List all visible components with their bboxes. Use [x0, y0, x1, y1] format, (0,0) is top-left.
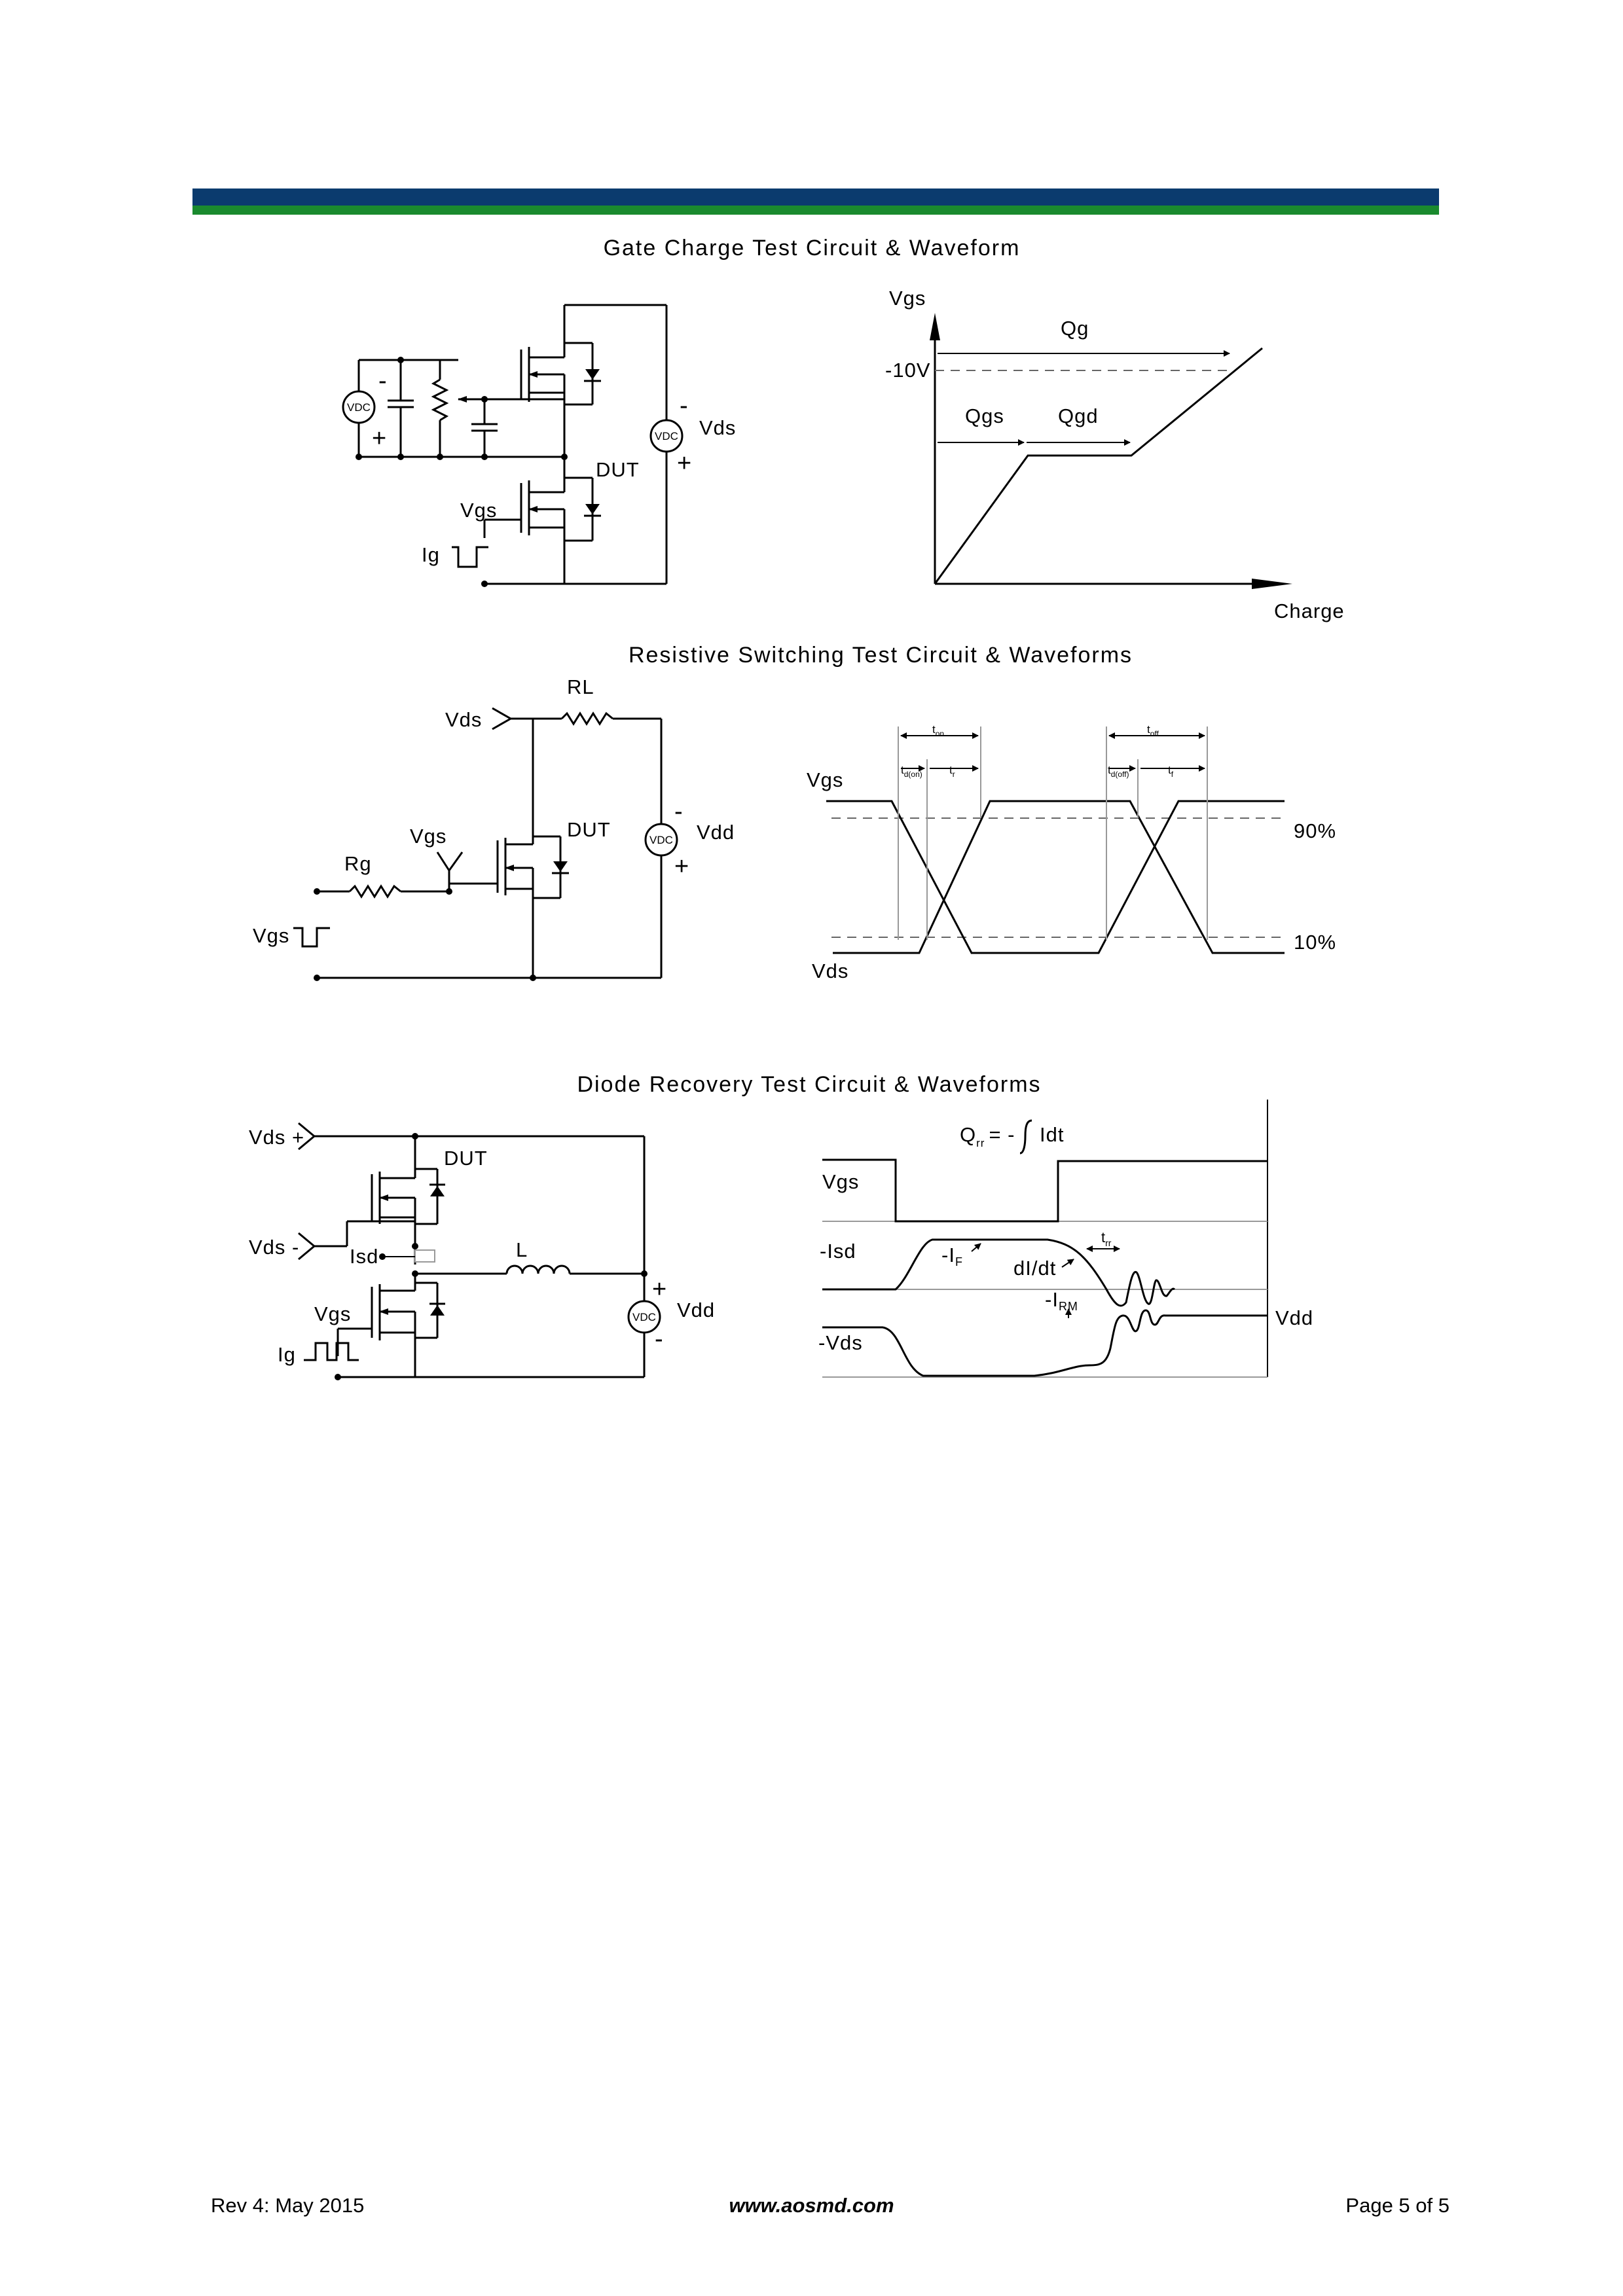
toff-label: t — [1147, 723, 1150, 736]
ton-sub: on — [936, 729, 944, 738]
vdc-label: VDC — [347, 401, 371, 414]
vds-label: Vds — [445, 708, 482, 731]
ig-label: Ig — [422, 543, 440, 566]
vds-plus: + — [677, 450, 692, 477]
vgs-label: Vgs — [460, 499, 497, 522]
isd-label: Isd — [350, 1245, 378, 1268]
qrr-sub: rr — [976, 1137, 985, 1149]
vds-minus-label: Vds - — [249, 1236, 299, 1259]
vgs-pulse-label: Vgs — [253, 924, 289, 947]
footer-page-number: Page 5 of 5 — [1345, 2194, 1450, 2217]
svg-text:-IF: -IF — [941, 1244, 963, 1268]
gate-charge-waveform: Vgs Charge -10V Qg Qgs Qgd — [885, 287, 1345, 622]
rg-label: Rg — [344, 852, 372, 875]
charge-axis-label: Charge — [1274, 600, 1345, 622]
svg-text:td(off): td(off) — [1108, 764, 1129, 779]
vdc-plus: + — [372, 425, 387, 452]
qrr-eq: = - — [989, 1123, 1015, 1146]
diode-waveform: Qrr= - Idt Vgs -Isd -IF dI/dt trr -IRM -… — [818, 1100, 1313, 1378]
vgs-wave-label: Vgs — [822, 1170, 859, 1193]
didt-label: dI/dt — [1013, 1257, 1056, 1280]
p10-label: 10% — [1294, 931, 1336, 954]
gate-charge-circuit: VDC - + VDC - V — [342, 304, 736, 587]
vdd-label: Vdd — [697, 821, 735, 844]
svg-text:trr: trr — [1101, 1229, 1112, 1248]
resistive-waveform: Vgs Vds 90% 10% ton toff td(on) tr td(of… — [807, 723, 1336, 982]
vds-vdc-label: VDC — [655, 430, 678, 442]
rl-label: RL — [567, 675, 594, 698]
vds-wave-label: Vds — [812, 960, 848, 982]
trr-sub: rr — [1105, 1238, 1112, 1248]
l-label: L — [516, 1238, 528, 1261]
trr-label: t — [1101, 1229, 1105, 1246]
vdd-wave-label: Vdd — [1275, 1306, 1313, 1329]
dut-label: DUT — [444, 1147, 488, 1170]
irm-sub: RM — [1059, 1300, 1078, 1313]
tdon-sub: d(on) — [904, 770, 922, 779]
vdd-plus: + — [652, 1276, 667, 1303]
diode-circuit: Vds + Vds - DUT Isd L VDC — [249, 1122, 715, 1380]
vds-plus-label: Vds + — [249, 1126, 304, 1149]
svg-text:tf: tf — [1168, 764, 1174, 779]
idt-label: Idt — [1040, 1123, 1064, 1146]
level-10v-label: -10V — [885, 359, 930, 382]
vdd-label: Vdd — [677, 1299, 715, 1321]
vds-wave-label: -Vds — [818, 1331, 863, 1354]
dut-label: DUT — [596, 458, 640, 481]
resistive-circuit: RL Vds VDC - Vdd + DUT Vgs Rg — [253, 675, 735, 981]
vdc-minus: - — [378, 367, 388, 395]
vgs-label: Vgs — [410, 825, 447, 848]
vgs-axis-label: Vgs — [889, 287, 926, 310]
footer-revision: Rev 4: May 2015 — [211, 2194, 365, 2217]
tf-label: t — [1168, 764, 1171, 776]
header-band-top — [192, 188, 1439, 206]
vdc-label: VDC — [632, 1311, 656, 1323]
if-sub: F — [955, 1255, 963, 1268]
tdoff-sub: d(off) — [1111, 770, 1129, 779]
resistive-title: Resistive Switching Test Circuit & Wavef… — [629, 643, 1133, 668]
vds-minus: - — [680, 392, 689, 420]
vdd-minus: - — [655, 1325, 664, 1353]
irm-label: -I — [1045, 1288, 1059, 1311]
p90-label: 90% — [1294, 819, 1336, 842]
svg-text:Qrr= -: Qrr = - — [960, 1123, 1015, 1149]
svg-text:ton: ton — [932, 723, 944, 738]
tr-label: t — [949, 764, 953, 776]
vdd-plus: + — [674, 853, 689, 880]
diode-title: Diode Recovery Test Circuit & Waveforms — [577, 1072, 1041, 1097]
footer-website[interactable]: www.aosmd.com — [729, 2194, 894, 2217]
qgs-label: Qgs — [965, 404, 1004, 427]
tf-sub: f — [1171, 770, 1174, 779]
dut-label: DUT — [567, 818, 611, 841]
tdon-label: t — [901, 764, 904, 776]
tdoff-label: t — [1108, 764, 1111, 776]
tr-sub: r — [953, 770, 955, 779]
vdd-minus: - — [674, 798, 684, 825]
ig-label: Ig — [278, 1343, 296, 1366]
ton-label: t — [932, 723, 936, 736]
vdc-source-icon — [342, 390, 376, 424]
if-label: -I — [941, 1244, 955, 1266]
header-band-bottom — [192, 206, 1439, 215]
qgd-label: Qgd — [1058, 404, 1099, 427]
vgs-wave-label: Vgs — [807, 768, 843, 791]
svg-text:tr: tr — [949, 764, 955, 779]
vdc-label: VDC — [649, 834, 673, 846]
gate-charge-title: Gate Charge Test Circuit & Waveform — [604, 236, 1021, 260]
qrr-label: Q — [960, 1123, 976, 1146]
toff-sub: off — [1150, 729, 1159, 738]
svg-text:-IRM: -IRM — [1045, 1288, 1078, 1313]
isd-wave-label: -Isd — [820, 1240, 856, 1263]
vgs-label: Vgs — [314, 1302, 351, 1325]
vds-label: Vds — [699, 416, 736, 439]
qg-label: Qg — [1061, 317, 1089, 340]
svg-text:toff: toff — [1147, 723, 1159, 738]
svg-text:td(on): td(on) — [901, 764, 922, 779]
